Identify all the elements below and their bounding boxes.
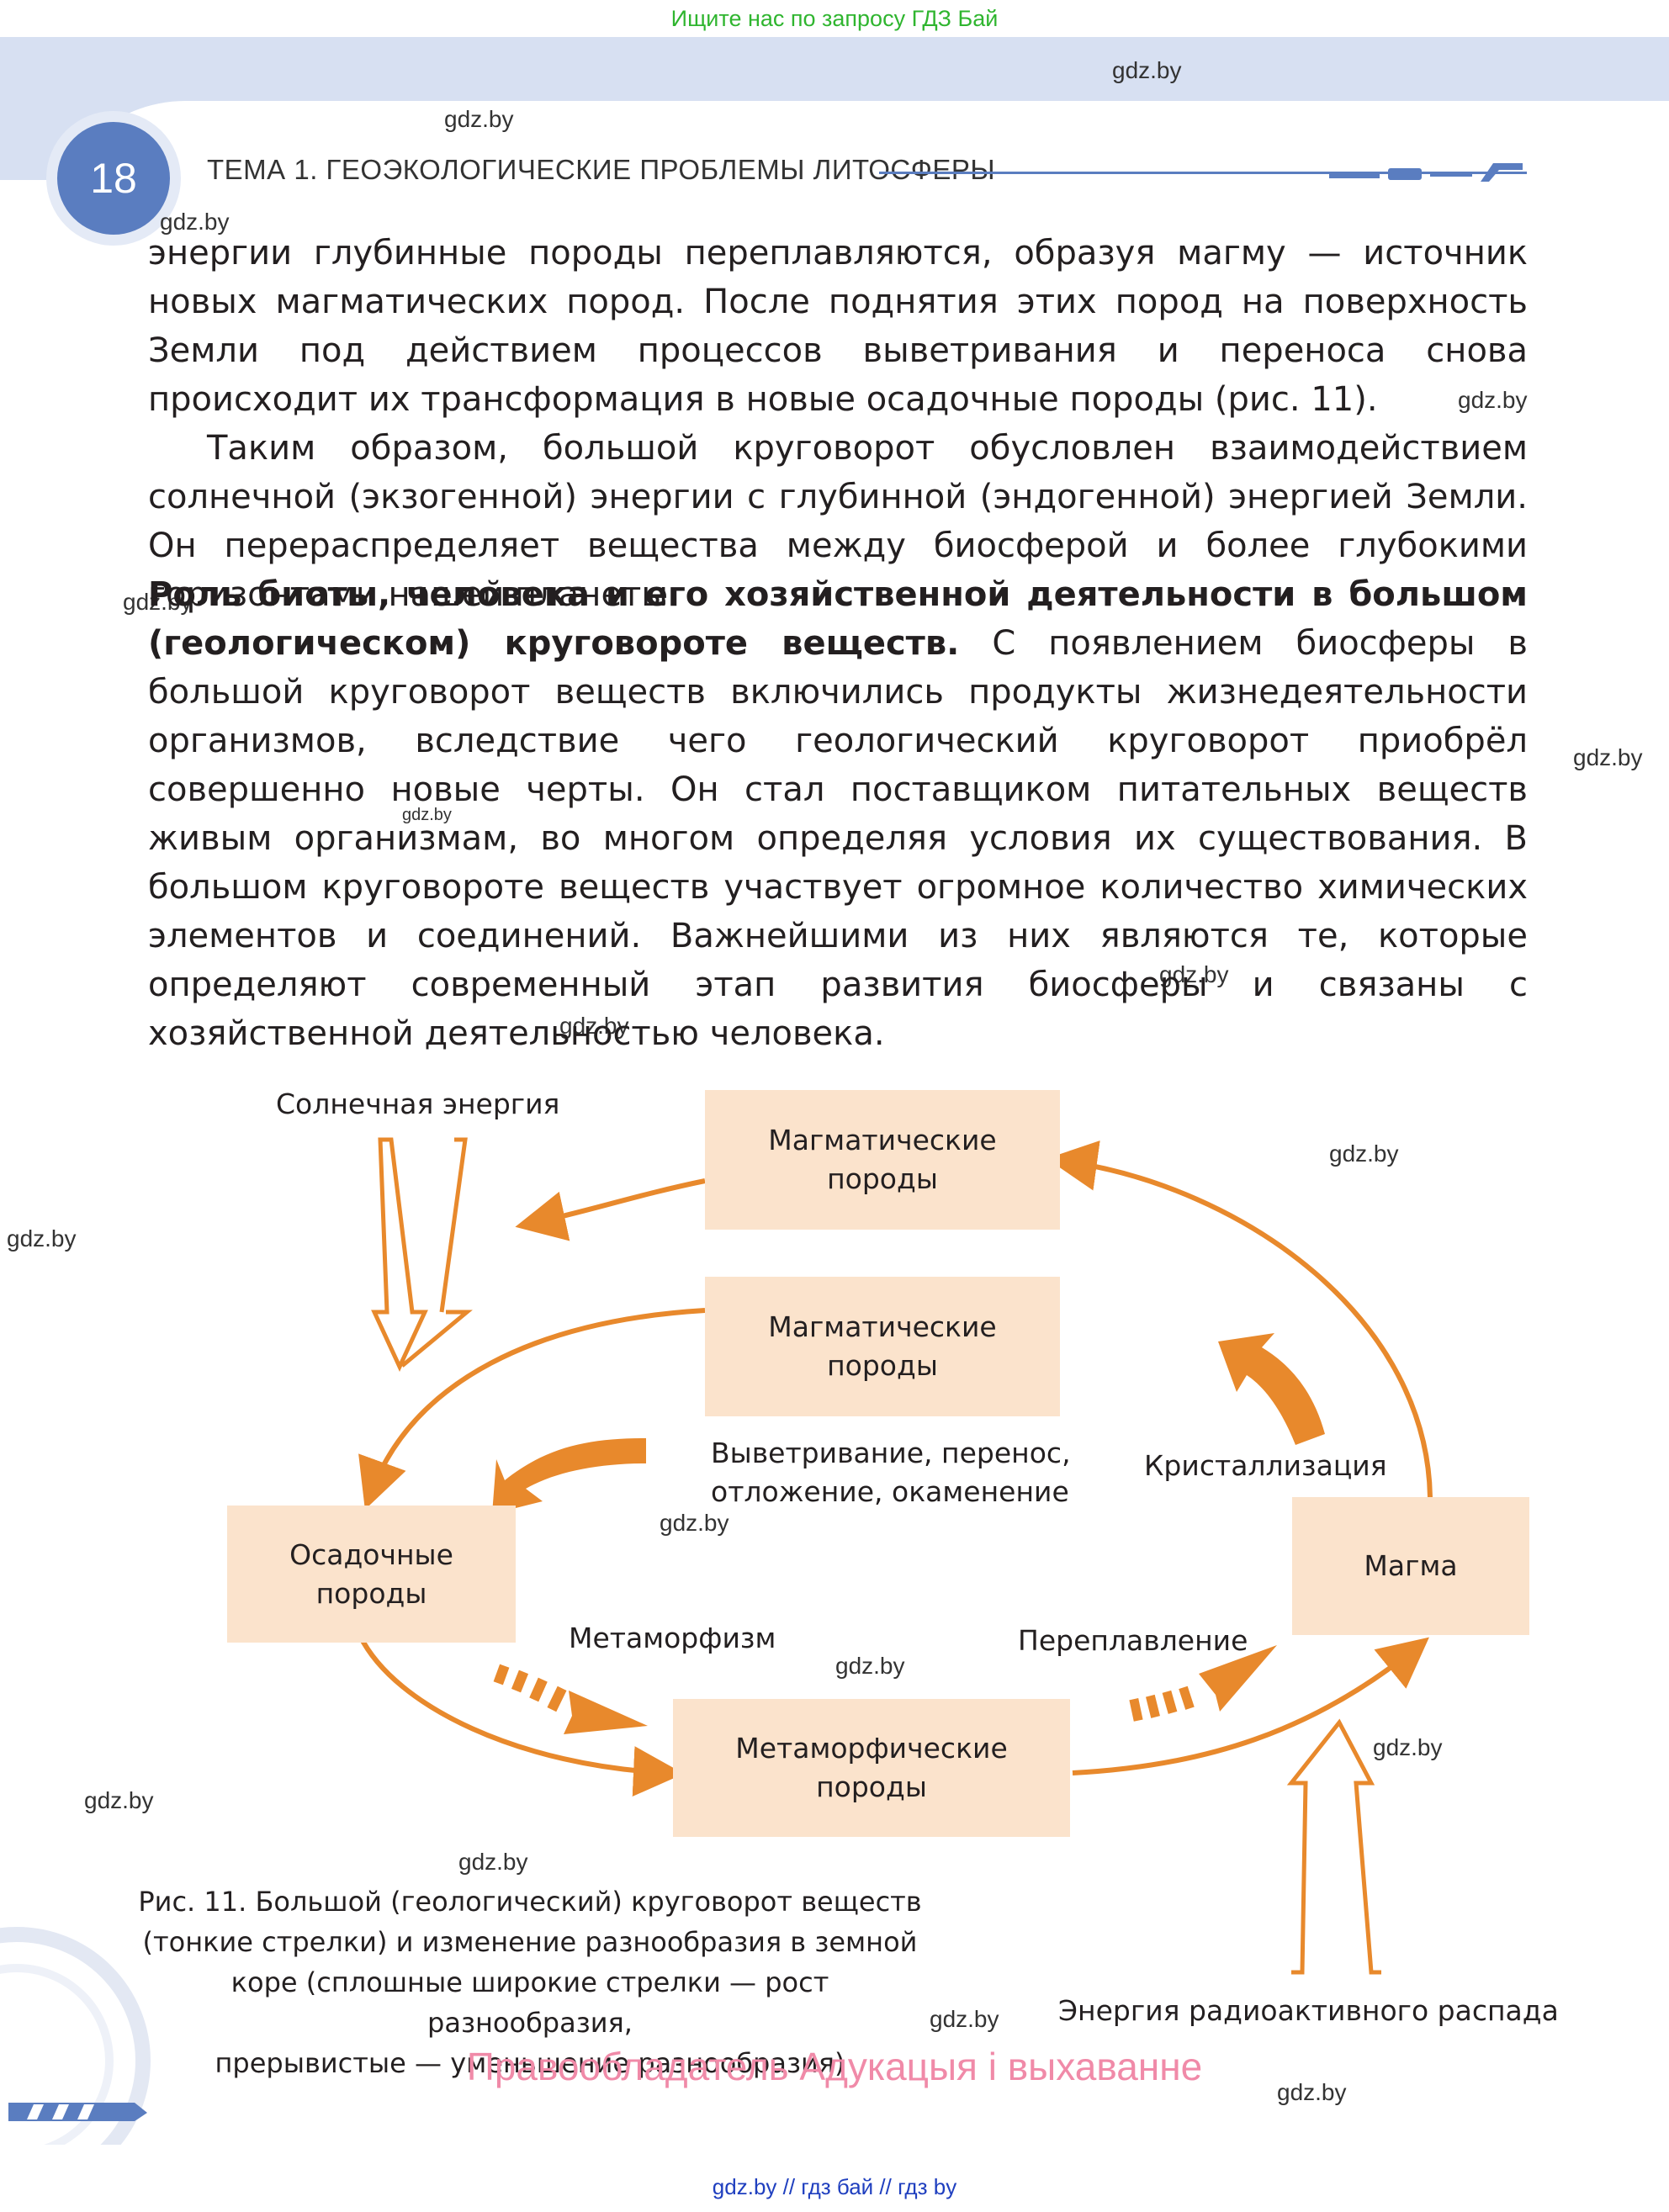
top-banner: Ищите нас по запросу ГДЗ Бай <box>0 0 1669 37</box>
radioactive-energy-arrow <box>1286 1718 1381 1975</box>
solar-energy-arrow <box>371 1137 428 1372</box>
box-metamorphic-rocks: Метаморфические породы <box>673 1699 1070 1837</box>
dashed-arrow-metamorphism <box>564 1691 648 1734</box>
wide-arrow-weathering <box>492 1438 646 1514</box>
watermark: gdz.by <box>1373 1734 1443 1760</box>
watermark: gdz.by <box>1277 2079 1347 2105</box>
label-solar-energy: Солнечная энергия <box>276 1087 560 1120</box>
box-magma: Магма <box>1292 1497 1529 1635</box>
box-label: Магматические <box>768 1310 997 1343</box>
arrow-magmatic-outflow <box>515 1178 706 1241</box>
watermark: gdz.by <box>458 1849 528 1875</box>
box-label: Магма <box>1364 1549 1458 1582</box>
label-crystallization: Кристаллизация <box>1144 1449 1387 1482</box>
caption-line: прерывистые — уменьшение разнообразия) <box>215 2047 845 2079</box>
box-label: Магматические <box>768 1124 997 1156</box>
caption-line: коре (сплошные широкие стрелки — рост ра… <box>230 1966 829 2039</box>
label-metamorphism: Метаморфизм <box>569 1622 776 1654</box>
paragraph-3-text: С появлением биосферы в большой круговор… <box>148 624 1528 1053</box>
watermark: gdz.by <box>444 106 514 132</box>
watermark: gdz.by <box>1159 961 1229 987</box>
watermark: gdz.by <box>660 1510 729 1536</box>
arrow-sedimentary-to-metamorphic <box>358 1634 684 1797</box>
watermark: gdz.by <box>930 2006 999 2032</box>
box-magmatic-rocks-middle: Магматические породы <box>705 1277 1060 1416</box>
box-label: Осадочные <box>289 1537 453 1571</box>
footer-links[interactable]: gdz.by // гдз бай // гдз by <box>712 2174 957 2199</box>
chapter-title: ТЕМА 1. ГЕОЭКОЛОГИЧЕСКИЕ ПРОБЛЕМЫ ЛИТОСФ… <box>207 154 996 185</box>
box-label: Метаморфические <box>735 1732 1008 1765</box>
box-label: породы <box>827 1162 938 1195</box>
label-remelting: Переплавление <box>1018 1624 1248 1657</box>
caption-line: Рис. 11. Большой (геологический) кругово… <box>138 1886 922 1918</box>
figure-caption: Рис. 11. Большой (геологический) кругово… <box>126 1881 934 2083</box>
arrow-magmatic-to-sedimentary <box>358 1308 706 1510</box>
arrow-metamorphic-to-magma <box>1072 1637 1429 1775</box>
corner-decoration <box>0 1927 151 2145</box>
rock-cycle-diagram <box>358 1137 1433 1975</box>
box-label: породы <box>315 1576 427 1610</box>
box-magmatic-rocks-top: Магматические породы <box>705 1090 1060 1230</box>
header-curve <box>50 101 1669 269</box>
watermark: gdz.by <box>1112 57 1182 83</box>
watermark: gdz.by <box>160 209 230 235</box>
page-number: 18 <box>57 122 170 235</box>
watermark: gdz.by <box>84 1787 154 1813</box>
label-weathering: отложение, окаменение <box>711 1475 1069 1508</box>
dashed-arrow-remelting <box>1199 1645 1277 1712</box>
arrow-magma-to-magmatic <box>1046 1140 1433 1502</box>
caption-line: (тонкие стрелки) и изменение разнообрази… <box>142 1926 918 1958</box>
watermark: gdz.by <box>835 1653 905 1679</box>
wide-arrow-crystallization <box>1218 1333 1325 1445</box>
watermark: gdz.by <box>1573 744 1643 770</box>
watermark: gdz.by <box>7 1225 77 1252</box>
box-label: породы <box>827 1349 938 1382</box>
paragraph-3: Роль биоты, человека и его хозяйственной… <box>148 570 1528 1058</box>
header-decoration <box>1329 163 1523 182</box>
label-radioactive-energy: Энергия радиоактивного распада <box>1058 1994 1559 2027</box>
watermark: gdz.by <box>1458 387 1528 413</box>
box-label: породы <box>816 1770 927 1803</box>
section-heading: Роль биоты, человека и его хозяйственной… <box>148 575 1528 663</box>
label-weathering: Выветривание, перенос, <box>711 1437 1071 1469</box>
box-sedimentary-rocks: Осадочные породы <box>227 1506 516 1643</box>
watermark: gdz.by <box>559 1013 629 1039</box>
paragraph-2: Таким образом, большой круговорот обусло… <box>148 429 1528 614</box>
watermark: gdz.by <box>123 589 193 615</box>
watermark: gdz.by <box>1329 1140 1399 1167</box>
paragraph-1: энергии глубинные породы переплавляются,… <box>148 234 1528 419</box>
header-rule <box>879 172 1527 174</box>
watermark: gdz.by <box>402 806 452 824</box>
rights-holder: Правообладатель Адукацыя і выхаванне <box>466 2045 1203 2088</box>
